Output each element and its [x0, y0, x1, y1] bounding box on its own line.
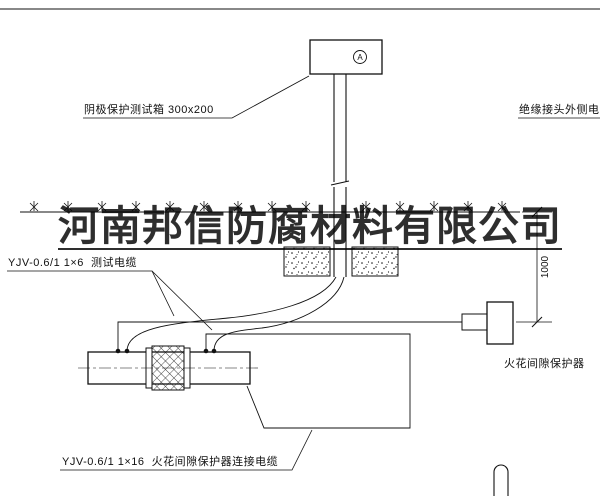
test-box-symbol: A [309, 39, 383, 75]
protector-cable-label: YJV-0.6/1 1×16 火花间隙保护器连接电缆 [62, 456, 279, 468]
leader-lines [7, 75, 600, 471]
leader-test-box [83, 75, 310, 119]
ground-line [20, 200, 520, 213]
test-post [330, 74, 350, 277]
dimension-text: 1000 [540, 255, 551, 278]
company-watermark: 河南邦信防腐材料有限公司 [58, 203, 562, 250]
leader-test-cable-b [151, 270, 213, 331]
protector-cable-lines [117, 321, 462, 429]
test-box-label: 阴极保护测试箱 300x200 [84, 104, 214, 116]
test-cable-lines [126, 276, 345, 352]
dimension-1000: 1000 [516, 206, 552, 328]
pipeline [78, 345, 260, 391]
spark-gap-protector-symbol [461, 301, 514, 345]
concrete-foundation-blocks [283, 246, 399, 277]
leader-bottom-cable [60, 429, 313, 471]
leader-test-cable-a [7, 270, 175, 317]
cable-terminal-dots [115, 348, 217, 354]
insulated-joint-cable-label: 绝缘接头外侧电缆 [519, 104, 600, 116]
test-box-meter-letter: A [357, 53, 363, 62]
test-cable-label: YJV-0.6/1 1×6 测试电缆 [8, 257, 138, 269]
conduit-riser-symbol [493, 464, 509, 496]
spark-gap-protector-label: 火花间隙保护器 [504, 358, 585, 370]
